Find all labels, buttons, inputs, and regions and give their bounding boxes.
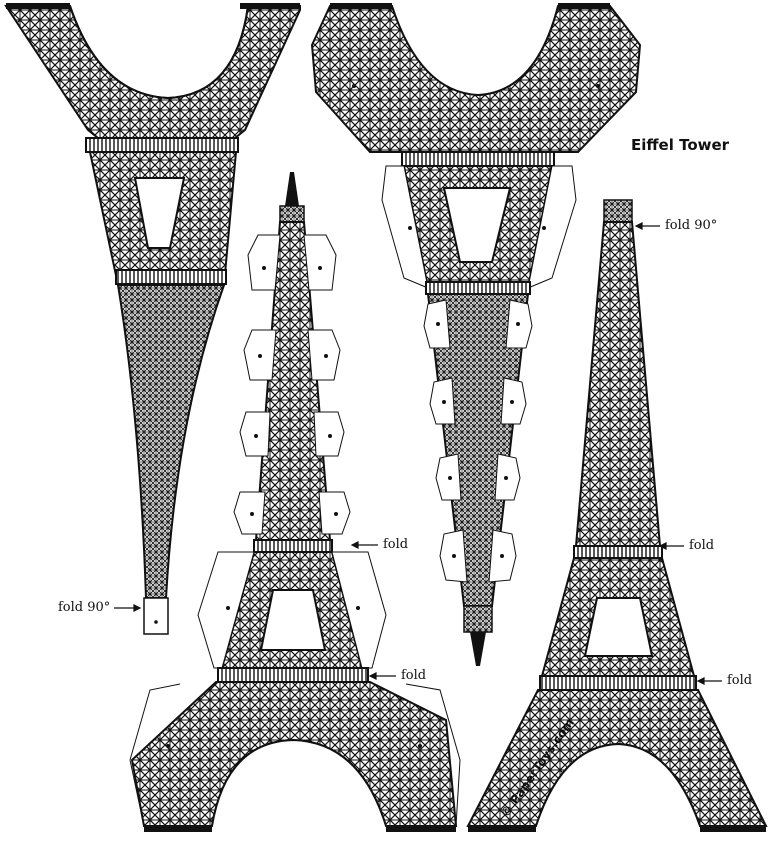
fold-label-90-left: fold 90° [58,600,111,615]
fold-label-right-a: fold [689,538,715,553]
tower-piece-right [466,199,768,832]
tower-piece-center-right [310,3,642,666]
tower-piece-center-left [129,172,461,832]
fold-label-right-b: fold [727,673,753,688]
tower-piece-left [4,3,301,635]
sheet-title: Eiffel Tower [631,136,730,154]
fold-label-90-right: fold 90° [665,218,718,233]
fold-arrows [114,222,722,685]
fold-label-mid-b: fold [401,668,427,683]
fold-label-mid-a: fold [383,537,409,552]
